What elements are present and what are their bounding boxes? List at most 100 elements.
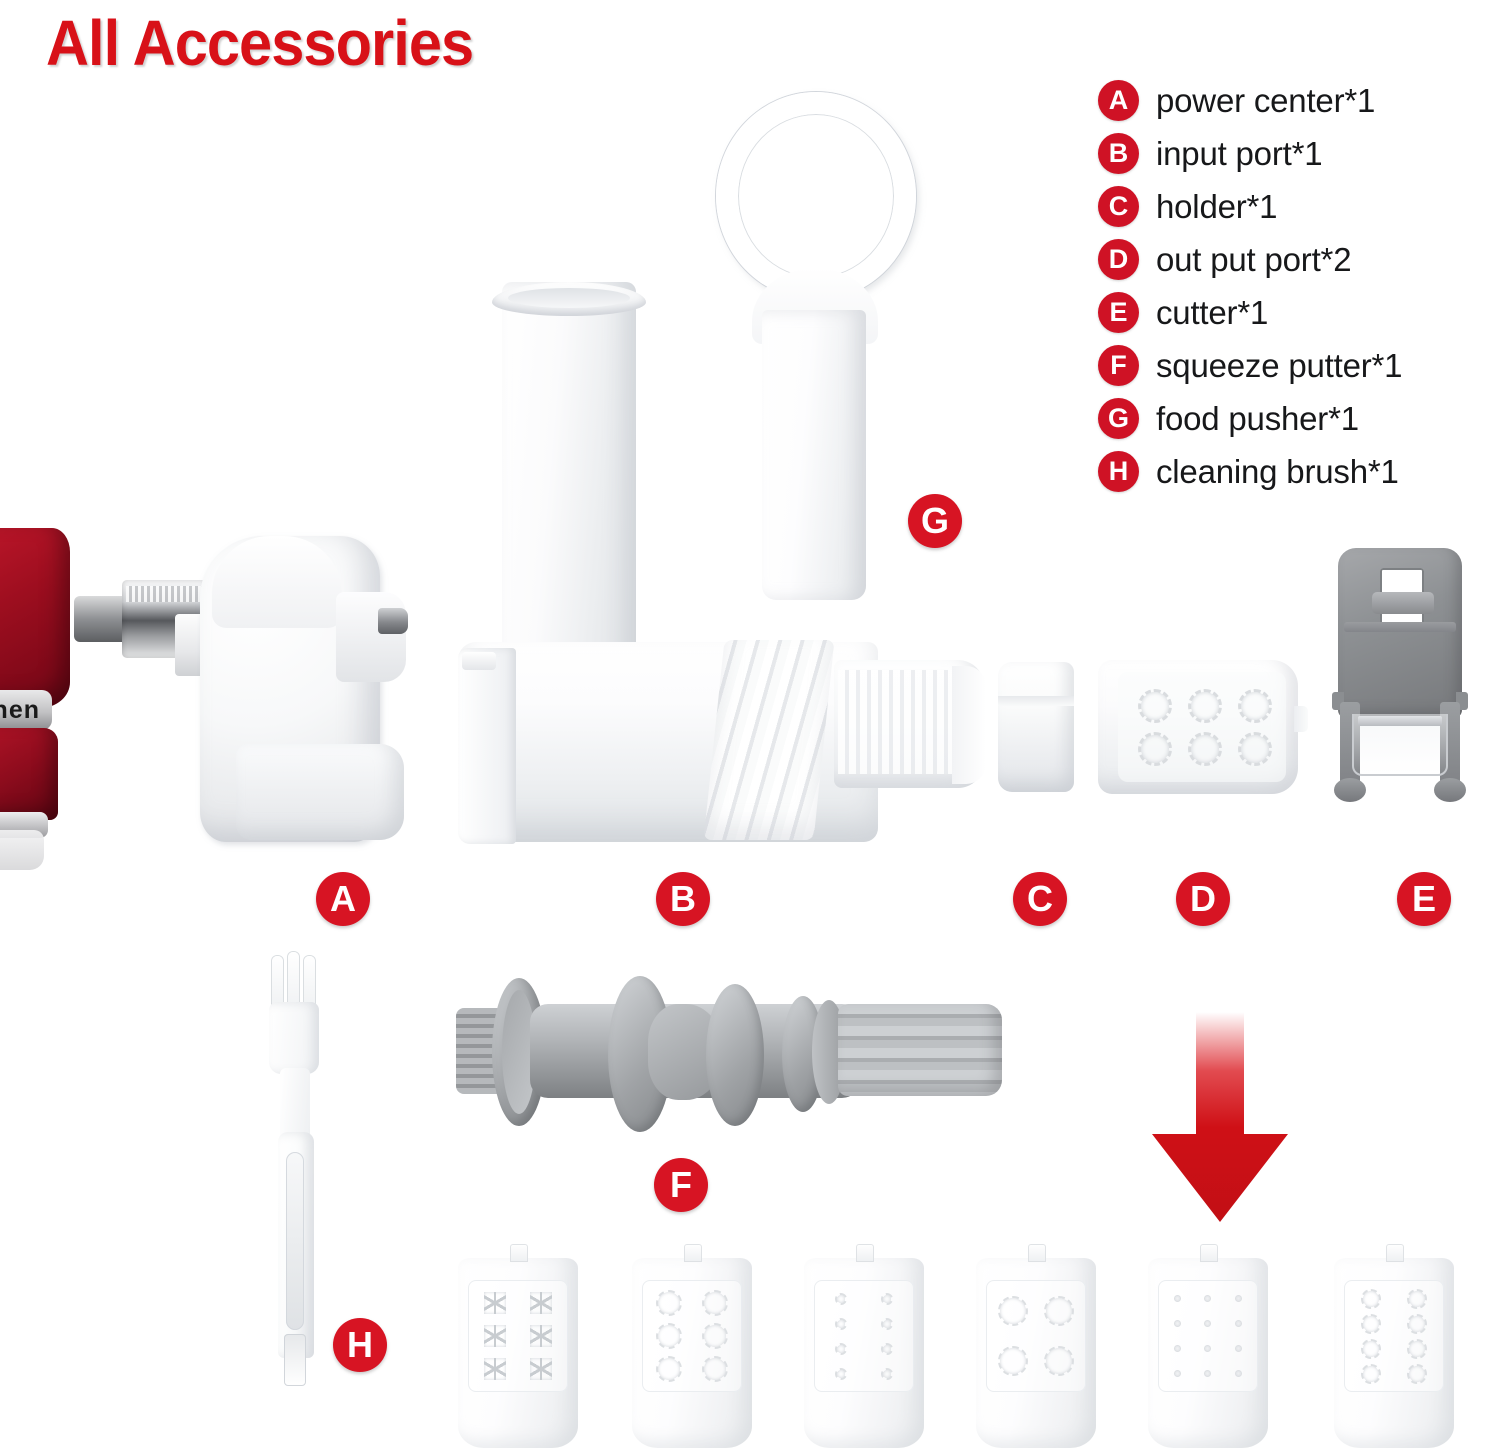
disc-hole [1044,1346,1074,1376]
disc-hole [656,1356,682,1383]
disc-2 [632,1244,752,1448]
disc-hole [1361,1363,1381,1384]
legend-badge-e: E [1098,292,1139,333]
disc-hole [998,1346,1028,1376]
disc-hole [1044,1296,1074,1326]
output-port-hole [1238,731,1272,766]
disc-hole [1173,1345,1181,1352]
mixer-neck-band [0,690,52,730]
disc-hole [1361,1313,1381,1334]
disc-key [684,1244,702,1262]
auger-splined-tail [838,1004,1002,1096]
input-port-rim-inner [508,288,630,308]
mixer-brand-text: hen [0,697,40,723]
output-port-hole [1238,688,1272,723]
disc-hole-grid [646,1286,738,1386]
disc-hole [1204,1295,1212,1302]
disc-6 [1334,1244,1454,1448]
legend-label-c: holder*1 [1156,187,1278,225]
disc-1 [458,1244,578,1448]
brush-bristle [272,956,283,1016]
legend-item-a: A power center*1 [1098,74,1402,127]
output-port-hole [1138,731,1172,766]
disc-hole [1361,1338,1381,1359]
legend-label-g: food pusher*1 [1156,399,1359,437]
brush-neck [280,1068,310,1142]
legend-label-a: power center*1 [1156,81,1376,119]
legend-item-c: C holder*1 [1098,180,1402,233]
disc-key [510,1244,528,1262]
legend-badge-d: D [1098,239,1139,280]
disc-hole [1361,1288,1381,1309]
disc-hole-grid [818,1286,910,1386]
legend-badge-c: C [1098,186,1139,227]
callout-f: F [654,1158,708,1212]
disc-hole [530,1358,552,1381]
input-port-tab [462,652,496,670]
cutter-blade-bar [1358,716,1442,726]
disc-hole [702,1289,728,1316]
callout-g: G [908,494,962,548]
legend-label-h: cleaning brush*1 [1156,452,1399,490]
brush-handle-slot [286,1152,304,1330]
accessory-legend: A power center*1 B input port*1 C holder… [1098,74,1403,498]
disc-hole [1407,1338,1427,1359]
power-center-top [212,536,342,628]
mixer-bowl [0,830,44,870]
disc-hole [881,1292,893,1305]
disc-hole-grid [1162,1286,1254,1386]
legend-item-d: D out put port*2 [1098,233,1402,286]
callout-a: A [316,872,370,926]
disc-hole [881,1317,893,1330]
disc-key [1200,1244,1218,1262]
brush-bristle [288,952,299,1016]
callout-c: C [1013,872,1067,926]
callout-d: D [1176,872,1230,926]
callout-b: B [656,872,710,926]
output-port-hole [1188,731,1222,766]
food-pusher-stem [762,310,866,600]
brush-tip [284,1334,306,1386]
cutter-ridge [1344,622,1456,632]
power-center-lower [236,744,404,840]
disc-3 [804,1244,924,1448]
input-port-flange [458,648,516,844]
disc-hole [835,1367,847,1380]
output-port-hole-grid [1130,684,1280,770]
disc-hole [702,1322,728,1349]
disc-hole-grid [1348,1286,1440,1386]
legend-label-b: input port*1 [1156,134,1323,172]
disc-hole [656,1322,682,1349]
disc-hole-grid [990,1286,1082,1386]
disc-hole [1173,1370,1181,1377]
cutter-latch [1372,592,1434,614]
legend-badge-f: F [1098,345,1139,386]
callout-e: E [1397,872,1451,926]
disc-hole-grid [472,1286,564,1386]
legend-badge-h: H [1098,451,1139,492]
legend-item-g: G food pusher*1 [1098,392,1402,445]
disc-hole [998,1296,1028,1326]
disc-key [1028,1244,1046,1262]
page-title: All Accessories [46,7,474,79]
disc-hole [835,1317,847,1330]
arrow-down-icon [1152,1012,1288,1222]
input-port-spout-end [952,666,986,784]
auger-flight [706,984,764,1126]
disc-hole [530,1291,552,1314]
cutter-foot-right [1434,778,1466,802]
legend-badge-b: B [1098,133,1139,174]
disc-hole [1235,1345,1243,1352]
disc-hole [656,1289,682,1316]
legend-badge-a: A [1098,80,1139,121]
input-port-thread-rings [703,640,835,840]
disc-5 [1148,1244,1268,1448]
cutter-foot-left [1334,778,1366,802]
output-port-hole [1138,688,1172,723]
disc-face [814,1280,914,1392]
disc-key [856,1244,874,1262]
legend-item-e: E cutter*1 [1098,286,1402,339]
legend-item-f: F squeeze putter*1 [1098,339,1403,392]
disc-hole [484,1291,506,1314]
